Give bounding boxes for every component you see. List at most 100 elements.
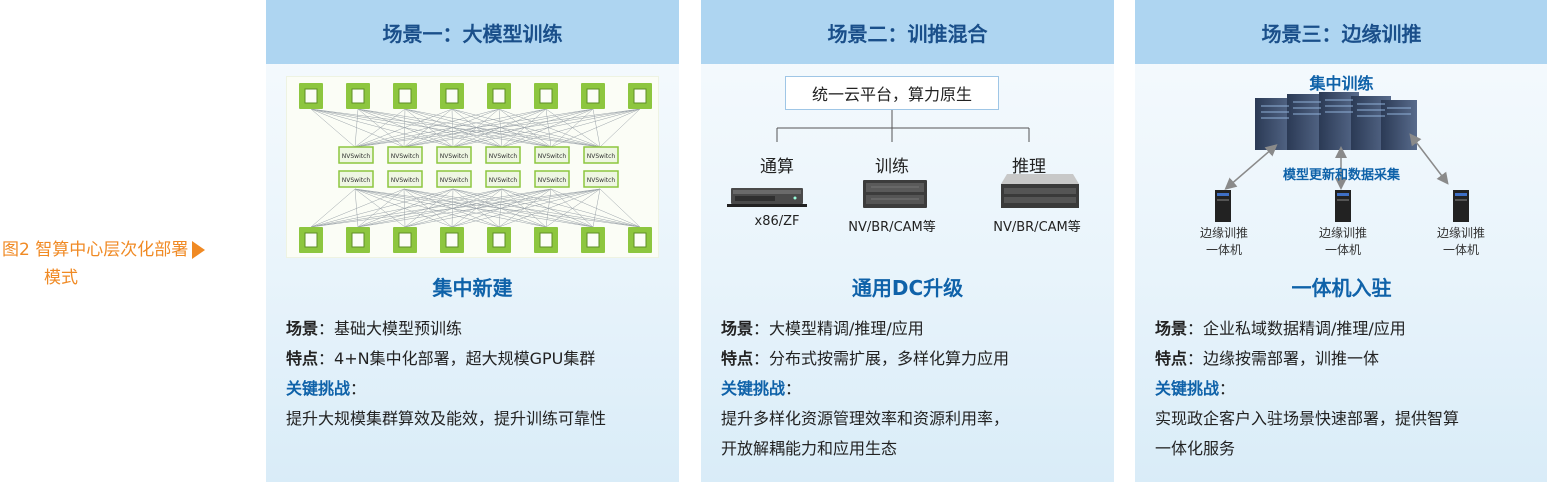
hierarchy-lines <box>727 110 1079 208</box>
caption-arrow-icon <box>192 241 206 259</box>
feature-line: 特点：分布式按需扩展，多样化算力应用 <box>721 344 1104 374</box>
nvswitch-icon <box>338 170 374 188</box>
challenge-key: 关键挑战 <box>1155 379 1220 398</box>
nvswitch-icon <box>436 170 472 188</box>
nvswitch-icon <box>583 146 619 164</box>
edge-label-line1: 边缘训推 <box>1199 226 1248 240</box>
node-sub-training: NV/BR/CAM等 <box>848 220 936 235</box>
feature-value: ：4+N集中化部署，超大规模GPU集群 <box>318 349 596 368</box>
figure-caption: 图2 智算中心层次化部署 模式 <box>2 236 264 292</box>
panel-subtitle: 一体机入驻 <box>1291 276 1392 300</box>
panel-header: 场景一：大模型训练 <box>266 0 679 64</box>
topology-svg: NVSwitchNVSwitchNVSwitchNVSwitchNVSwitch… <box>299 83 652 253</box>
feature-key: 特点 <box>1155 349 1188 368</box>
challenge-text-2: 一体化服务 <box>1155 439 1236 458</box>
panel-description: 场景：企业私域数据精调/推理/应用 特点：边缘按需部署，训推一体 关键挑战： 实… <box>1155 314 1538 464</box>
panel-scenario-2: 场景二：训推混合 统一云平台，算力原生 通算 <box>701 0 1114 482</box>
caption-text-2: 模式 <box>44 268 78 288</box>
challenge-key: 关键挑战 <box>721 379 786 398</box>
model-update-label: 模型更新和数据采集 <box>1282 168 1400 183</box>
scene-line: 场景：基础大模型预训练 <box>286 314 669 344</box>
challenge-key: 关键挑战 <box>286 379 351 398</box>
challenge-colon: ： <box>350 379 367 398</box>
nvswitch-label: NVSwitch <box>489 177 518 184</box>
edge-unit-3-icon <box>1453 190 1469 222</box>
arrow-right <box>1409 133 1449 185</box>
nvswitch-label: NVSwitch <box>342 177 371 184</box>
server-4u-icon <box>1001 174 1079 208</box>
server-2u-icon <box>863 180 927 208</box>
edge-label-line1: 边缘训推 <box>1318 226 1367 240</box>
scene-key: 场景 <box>721 319 754 338</box>
node-label-inference: 推理 <box>1012 157 1046 177</box>
nvswitch-label: NVSwitch <box>440 177 469 184</box>
edge-label-line1: 边缘训推 <box>1436 226 1485 240</box>
panel-description: 场景：大模型精调/推理/应用 特点：分布式按需扩展，多样化算力应用 关键挑战： … <box>721 314 1104 464</box>
nvswitch-icon <box>387 170 423 188</box>
node-sub-inference: NV/BR/CAM等 <box>993 220 1081 235</box>
nvswitch-icon <box>583 170 619 188</box>
scene-value: ：企业私域数据精调/推理/应用 <box>1187 319 1406 338</box>
scene-line: 场景：大模型精调/推理/应用 <box>721 314 1104 344</box>
challenge-text-1: 提升多样化资源管理效率和资源利用率， <box>721 409 1010 428</box>
feature-key: 特点 <box>721 349 754 368</box>
edge-unit-2-icon <box>1335 190 1351 222</box>
edge-unit-1-icon <box>1215 190 1231 222</box>
edge-label-line2: 一体机 <box>1442 243 1479 257</box>
scene-value: ：大模型精调/推理/应用 <box>753 319 924 338</box>
server-1u-icon <box>727 188 807 207</box>
nvswitch-label: NVSwitch <box>391 153 420 160</box>
nvswitch-label: NVSwitch <box>342 153 371 160</box>
scene-line: 场景：企业私域数据精调/推理/应用 <box>1155 314 1538 344</box>
scene-value: ：基础大模型预训练 <box>318 319 463 338</box>
arrow-left <box>1224 144 1278 190</box>
panel-header: 场景三：边缘训推 <box>1135 0 1547 64</box>
scene-key: 场景 <box>1155 319 1188 338</box>
challenge-colon: ： <box>785 379 802 398</box>
nvswitch-label: NVSwitch <box>489 153 518 160</box>
nvswitch-icon <box>534 170 570 188</box>
central-training-label: 集中训练 <box>1309 74 1374 93</box>
edge-topology-svg <box>1215 92 1469 222</box>
panel-header: 场景二：训推混合 <box>701 0 1114 64</box>
edge-unit-3-label: 边缘训推 一体机 <box>1426 225 1496 259</box>
node-label-general: 通算 <box>760 157 794 177</box>
caption-text: 图2 智算中心层次化部署 <box>2 240 189 260</box>
panel-description: 场景：基础大模型预训练 特点：4+N集中化部署，超大规模GPU集群 关键挑战： … <box>286 314 669 434</box>
challenge-text-1: 实现政企客户入驻场景快速部署，提供智算 <box>1155 409 1460 428</box>
edge-label-line2: 一体机 <box>1324 243 1361 257</box>
feature-key: 特点 <box>286 349 319 368</box>
nvswitch-icon <box>387 146 423 164</box>
feature-value: ：分布式按需扩展，多样化算力应用 <box>753 349 1010 368</box>
panel-subtitle: 通用DC升级 <box>851 276 964 300</box>
nvswitch-icon <box>436 146 472 164</box>
challenge-text: 提升大规模集群算效及能效，提升训练可靠性 <box>286 409 607 428</box>
nvswitch-label: NVSwitch <box>538 153 567 160</box>
nvswitch-label: NVSwitch <box>587 153 616 160</box>
challenge-text-2: 开放解耦能力和应用生态 <box>721 439 898 458</box>
nvswitch-label: NVSwitch <box>587 177 616 184</box>
server-cluster-icon <box>1255 92 1417 150</box>
node-label-training: 训练 <box>875 157 909 177</box>
nvswitch-label: NVSwitch <box>391 177 420 184</box>
nvswitch-icon <box>534 146 570 164</box>
nvswitch-icon <box>485 170 521 188</box>
nvswitch-icon <box>485 146 521 164</box>
edge-unit-2-label: 边缘训推 一体机 <box>1308 225 1378 259</box>
challenge-colon: ： <box>1219 379 1236 398</box>
challenge-line: 关键挑战： <box>1155 374 1538 404</box>
nvswitch-label: NVSwitch <box>440 153 469 160</box>
feature-line: 特点：4+N集中化部署，超大规模GPU集群 <box>286 344 669 374</box>
feature-value: ：边缘按需部署，训推一体 <box>1187 349 1380 368</box>
unified-cloud-platform-box: 统一云平台，算力原生 <box>785 76 999 110</box>
edge-label-line2: 一体机 <box>1205 243 1242 257</box>
panel-subtitle: 集中新建 <box>432 276 513 300</box>
panel-scenario-3: 场景三：边缘训推 集中训练 <box>1135 0 1547 482</box>
feature-line: 特点：边缘按需部署，训推一体 <box>1155 344 1538 374</box>
edge-unit-1-label: 边缘训推 一体机 <box>1189 225 1259 259</box>
nvswitch-icon <box>338 146 374 164</box>
nvswitch-label: NVSwitch <box>538 177 567 184</box>
node-sub-general: x86/ZF <box>754 214 800 229</box>
challenge-line: 关键挑战： <box>286 374 669 404</box>
